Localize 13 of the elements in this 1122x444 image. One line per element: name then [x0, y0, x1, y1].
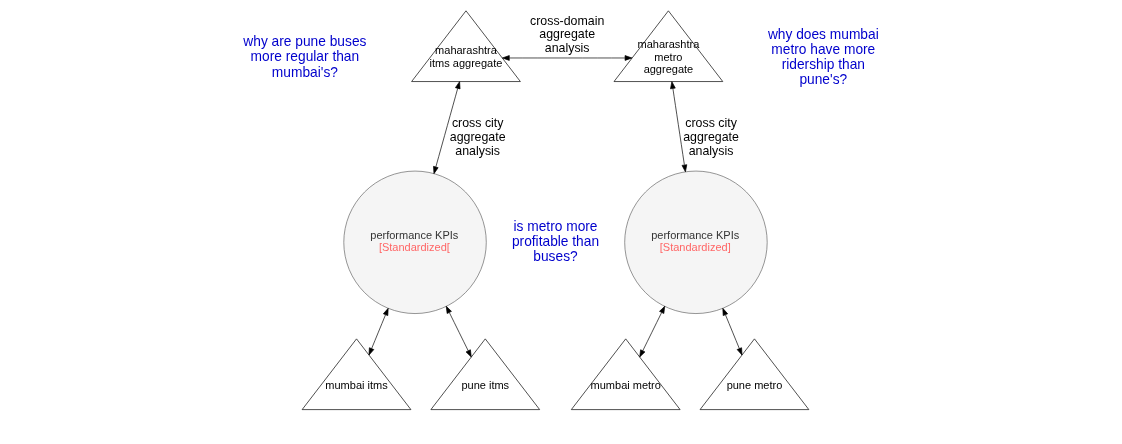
edge-label: cross-domain aggregate analysis: [530, 13, 605, 56]
arrow: [368, 308, 389, 356]
edge-label: cross city aggregate analysis: [683, 116, 739, 158]
label: why does mumbai metro have more ridership than pune's?: [767, 26, 879, 88]
edge-label: cross city aggregate analysis: [449, 116, 506, 158]
arrow: [445, 305, 472, 358]
arrow: [502, 55, 633, 61]
arrow: [433, 81, 461, 174]
label: is metro more profitable than buses?: [511, 218, 600, 264]
arrow: [722, 308, 743, 356]
arrow: [670, 81, 688, 173]
arrow: [639, 305, 666, 358]
label: why are pune buses more regular than mumbai's?: [243, 34, 367, 80]
